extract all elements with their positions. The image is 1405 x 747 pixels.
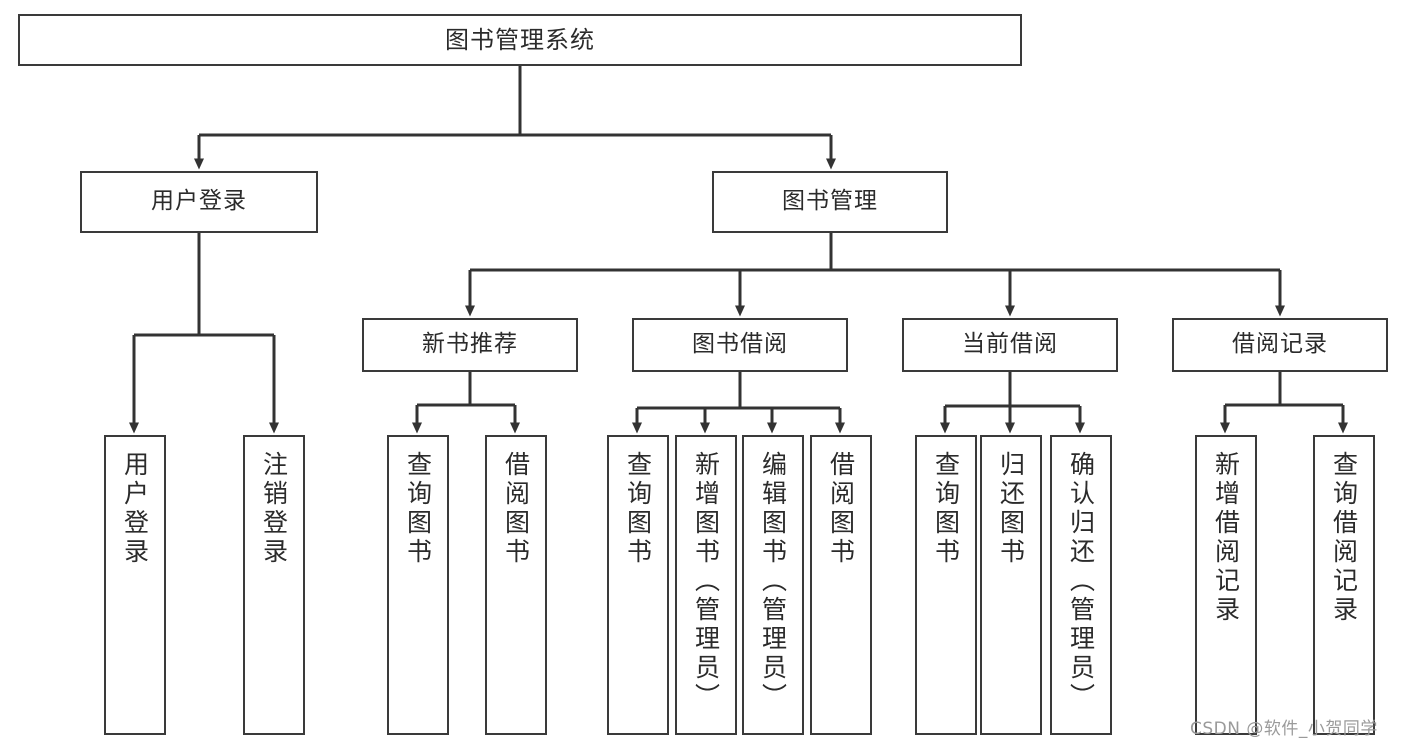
node-label: 借阅记录	[1232, 331, 1328, 358]
node-label: 图书管理	[782, 188, 878, 215]
node-leaf-return-book[interactable]: 归还图书	[980, 435, 1042, 735]
node-leaf-add-book[interactable]: 新增图书（管理员）	[675, 435, 737, 735]
node-leaf-confirm-return[interactable]: 确认归还（管理员）	[1050, 435, 1112, 735]
node-book-manage[interactable]: 图书管理	[712, 171, 948, 233]
node-label: 查询图书	[403, 451, 433, 567]
node-label: 新增图书（管理员）	[691, 451, 721, 712]
node-label: 新增借阅记录	[1211, 451, 1241, 625]
node-label: 当前借阅	[962, 331, 1058, 358]
node-label: 编辑图书（管理员）	[758, 451, 788, 712]
node-label: 图书借阅	[692, 331, 788, 358]
node-label: 用户登录	[120, 451, 150, 567]
node-current-borrow[interactable]: 当前借阅	[902, 318, 1118, 372]
node-label: 归还图书	[996, 451, 1026, 567]
node-leaf-user-login[interactable]: 用户登录	[104, 435, 166, 735]
node-label: 用户登录	[151, 188, 247, 215]
node-leaf-borrow-book-2[interactable]: 借阅图书	[810, 435, 872, 735]
node-leaf-query-book-3[interactable]: 查询图书	[915, 435, 977, 735]
node-book-borrow[interactable]: 图书借阅	[632, 318, 848, 372]
node-user-login[interactable]: 用户登录	[80, 171, 318, 233]
node-label: 注销登录	[259, 451, 289, 567]
node-root-system[interactable]: 图书管理系统	[18, 14, 1022, 66]
node-leaf-query-book-1[interactable]: 查询图书	[387, 435, 449, 735]
node-label: 查询借阅记录	[1329, 451, 1359, 625]
node-leaf-query-record[interactable]: 查询借阅记录	[1313, 435, 1375, 735]
watermark-text: CSDN @软件_小贺同学	[1190, 719, 1378, 739]
node-borrow-record[interactable]: 借阅记录	[1172, 318, 1388, 372]
node-label: 新书推荐	[422, 331, 518, 358]
node-leaf-borrow-book-1[interactable]: 借阅图书	[485, 435, 547, 735]
node-leaf-query-book-2[interactable]: 查询图书	[607, 435, 669, 735]
node-leaf-edit-book[interactable]: 编辑图书（管理员）	[742, 435, 804, 735]
node-new-book-recommend[interactable]: 新书推荐	[362, 318, 578, 372]
node-label: 确认归还（管理员）	[1066, 451, 1096, 712]
node-label: 图书管理系统	[445, 25, 595, 54]
node-label: 借阅图书	[501, 451, 531, 567]
node-label: 查询图书	[931, 451, 961, 567]
node-leaf-add-record[interactable]: 新增借阅记录	[1195, 435, 1257, 735]
node-label: 查询图书	[623, 451, 653, 567]
node-label: 借阅图书	[826, 451, 856, 567]
node-leaf-logout[interactable]: 注销登录	[243, 435, 305, 735]
